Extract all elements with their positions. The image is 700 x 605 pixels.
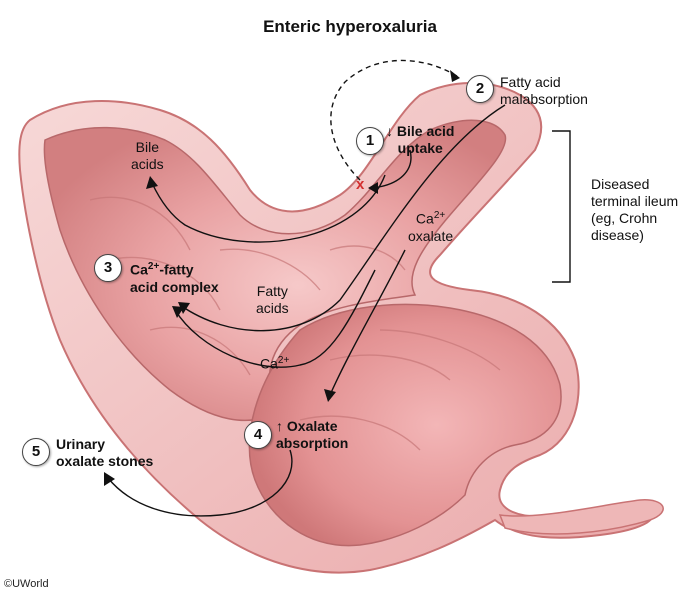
step-3-fatty: -fatty bbox=[159, 261, 194, 278]
arrow-bile-acids bbox=[151, 174, 386, 243]
fatty-acids-line1: Fatty bbox=[256, 283, 288, 299]
step-2-line1: Fatty acid bbox=[500, 74, 561, 90]
pathway-arrows bbox=[107, 59, 506, 517]
bile-acids-line2: acids bbox=[131, 156, 164, 172]
bile-acids-label: Bile acids bbox=[131, 139, 164, 173]
diseased-ileum-line3: (eg, Crohn bbox=[591, 210, 658, 226]
ca-oxalate-label: Ca2+ oxalate bbox=[408, 207, 453, 245]
diseased-ileum-bracket bbox=[552, 130, 571, 283]
arrowhead-ca bbox=[172, 306, 184, 318]
appendix bbox=[498, 499, 664, 535]
step-3-ca-charge: 2+ bbox=[147, 261, 160, 272]
ca-oxalate-line2: oxalate bbox=[408, 227, 454, 244]
diseased-ileum-line4: disease) bbox=[591, 227, 644, 243]
ca-oxalate-ca: Ca bbox=[415, 210, 434, 227]
ca-oxalate-charge: 2+ bbox=[433, 210, 446, 221]
ileum-lumen bbox=[43, 119, 507, 422]
arrow-fatty-acids bbox=[179, 104, 506, 332]
step-5-line2: oxalate stones bbox=[56, 453, 154, 469]
arrow-ca-oxalate bbox=[329, 249, 406, 396]
arrowhead-bile-acids bbox=[146, 176, 158, 189]
step-3-label: Ca2+-fatty acid complex bbox=[130, 258, 219, 296]
bile-acids-line1: Bile bbox=[135, 139, 160, 155]
step-5-badge: 5 bbox=[22, 438, 50, 466]
arrowhead-fatty-acids bbox=[178, 302, 190, 314]
ca-label-charge: 2+ bbox=[277, 355, 290, 366]
fatty-acids-label: Fatty acids bbox=[256, 283, 289, 317]
step-5-line1: Urinary bbox=[56, 436, 106, 452]
diseased-ileum-label: Diseased terminal ileum (eg, Crohn disea… bbox=[591, 176, 678, 244]
arrowhead-urinary bbox=[104, 472, 115, 486]
diseased-ileum-line1: Diseased bbox=[591, 176, 650, 192]
step-3-badge: 3 bbox=[94, 254, 122, 282]
step-5-label: Urinary oxalate stones bbox=[56, 436, 153, 470]
arrow-bile-uptake bbox=[371, 149, 412, 189]
copyright-credit: ©UWorld bbox=[4, 578, 49, 590]
step-4-label: ↑ Oxalate absorption bbox=[276, 418, 348, 452]
step-4-line1: ↑ Oxalate bbox=[276, 418, 338, 434]
dashed-arrow-to-step2 bbox=[330, 59, 461, 181]
arrow-urinary-stones bbox=[107, 449, 293, 517]
arrowhead-ca-oxalate bbox=[324, 389, 336, 402]
step-2-line2: malabsorption bbox=[500, 91, 588, 107]
step-3-line2: acid complex bbox=[130, 278, 219, 295]
step-1-line1: ↓ Bile acid bbox=[386, 123, 455, 139]
step-4-line2: absorption bbox=[276, 435, 349, 451]
step-3-ca: Ca bbox=[130, 261, 148, 278]
arrowhead-step2 bbox=[450, 70, 460, 82]
colon-lumen bbox=[248, 303, 562, 547]
step-2-label: Fatty acid malabsorption bbox=[500, 74, 588, 108]
fatty-acids-line2: acids bbox=[256, 300, 289, 316]
step-1-line2: uptake bbox=[397, 140, 443, 156]
mucosal-folds bbox=[89, 196, 501, 451]
step-1-badge: 1 bbox=[356, 127, 384, 155]
step-3-line1: Ca2+-fatty bbox=[130, 258, 219, 279]
step-2-badge: 2 bbox=[466, 75, 494, 103]
arrowheads bbox=[104, 70, 460, 486]
ca-oxalate-line1: Ca2+ bbox=[408, 207, 453, 228]
diagram-title: Enteric hyperoxaluria bbox=[263, 17, 437, 36]
step-4-badge: 4 bbox=[244, 421, 272, 449]
arrowhead-bile-uptake bbox=[368, 182, 378, 194]
arrow-ca bbox=[174, 269, 376, 368]
step-1-label: ↓ Bile acid uptake bbox=[386, 123, 454, 157]
uptake-block-icon: x bbox=[356, 176, 365, 193]
diseased-ileum-line2: terminal ileum bbox=[591, 193, 679, 209]
ca-label: Ca2+ bbox=[260, 352, 289, 373]
ca-label-text: Ca bbox=[260, 355, 278, 372]
